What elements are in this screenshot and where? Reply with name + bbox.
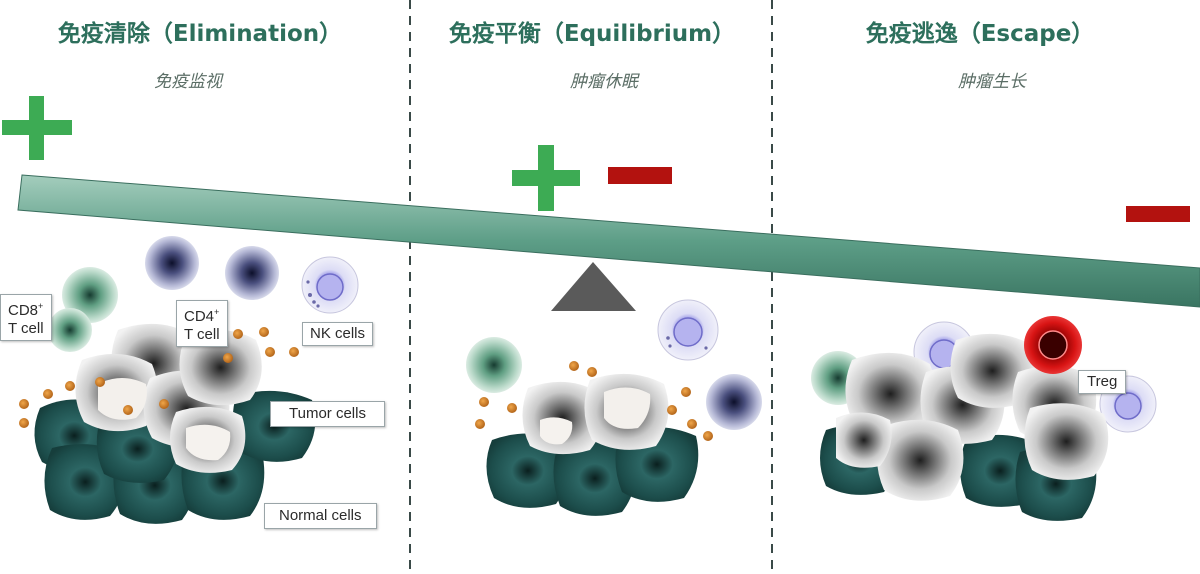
plus-sign-elimination	[2, 96, 72, 160]
escape-cells	[811, 316, 1157, 521]
cytokine-dots	[475, 361, 713, 441]
tumor-cell	[1024, 403, 1109, 480]
cd8-t-cell	[466, 337, 522, 393]
phase-subtitle-elimination: 免疫监视	[154, 72, 222, 92]
elimination-cells	[19, 236, 359, 524]
tumor-lysis	[540, 417, 573, 445]
cytokine-dots	[19, 327, 299, 428]
tumor-lysis	[604, 387, 651, 429]
equilibrium-cells	[466, 299, 762, 516]
tumor-cell	[877, 419, 964, 501]
cd4-t-cell	[145, 236, 199, 290]
label-tumor-cells: Tumor cells	[270, 401, 385, 427]
fulcrum-triangle	[551, 262, 636, 311]
balance-beam	[17, 174, 1200, 308]
phase-title-equilibrium: 免疫平衡（Equilibrium）	[448, 21, 736, 47]
nk-cell	[301, 256, 359, 314]
treg-cell	[1024, 316, 1082, 374]
phase-title-escape: 免疫逃逸（Escape）	[865, 21, 1095, 47]
tumor-cell	[179, 329, 262, 406]
label-cd4-t-cell: CD4+ T cell	[176, 300, 228, 347]
label-nk-cells: NK cells	[302, 322, 374, 346]
label-normal-cells: Normal cells	[264, 503, 377, 529]
plus-sign-equilibrium	[512, 145, 580, 211]
label-treg: Treg	[1078, 370, 1127, 394]
nk-cell	[657, 299, 719, 361]
cd4-t-cell	[225, 246, 279, 300]
minus-sign-equilibrium	[608, 167, 672, 184]
phase-subtitle-escape: 肿瘤生长	[958, 72, 1026, 92]
cd4-t-cell	[706, 374, 762, 430]
cd8-t-cell	[48, 308, 92, 352]
tumor-cell	[836, 412, 892, 468]
tumor-lysis	[186, 424, 231, 461]
label-cd8-t-cell: CD8+ T cell	[0, 294, 52, 341]
minus-sign-escape	[1126, 206, 1190, 222]
phase-subtitle-equilibrium: 肿瘤休眠	[570, 72, 638, 92]
phase-title-elimination: 免疫清除（Elimination）	[57, 21, 343, 47]
tumor-lysis	[98, 378, 147, 420]
